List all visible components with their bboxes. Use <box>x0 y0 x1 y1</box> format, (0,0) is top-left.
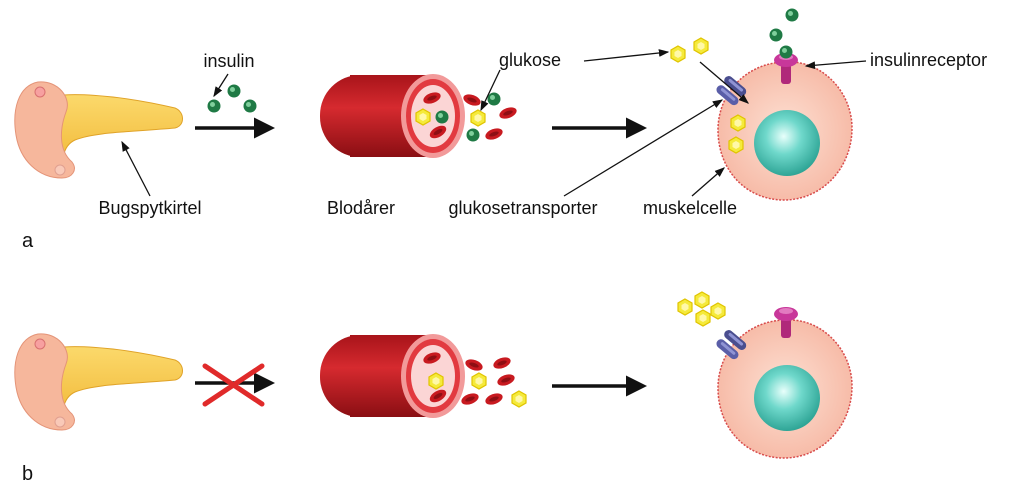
label-insulin: insulin <box>203 51 254 71</box>
label-glukose: glukose <box>499 50 561 70</box>
muscle-cell-icon-b <box>716 307 853 459</box>
insulinreceptor-icon-b <box>774 307 798 338</box>
glucose-outside-cell-b <box>677 291 726 327</box>
insulinreceptor-pointer <box>804 60 867 70</box>
label-blodarer: Blodårer <box>327 198 395 218</box>
glukosetransporter-icon <box>716 76 747 106</box>
blood-contents-b <box>459 355 527 408</box>
glucose-entry-arrow <box>699 61 749 104</box>
pancreas-icon-b <box>14 333 183 431</box>
insulinreceptor-icon <box>774 53 798 84</box>
muscle-cell-icon <box>716 53 853 201</box>
blocked-arrow-icon <box>195 363 275 407</box>
glukose-pointer-cell <box>583 49 670 62</box>
glucose-outside-cell-a <box>670 8 799 63</box>
insulin-molecules <box>207 84 257 113</box>
blood-vessel-icon-b <box>320 334 465 418</box>
label-muskelcelle: muskelcelle <box>643 198 737 218</box>
insulin-pointer <box>213 73 229 98</box>
panel-label-a: a <box>22 230 34 252</box>
blood-vessel-icon <box>320 74 465 158</box>
label-glukosetransporter: glukosetransporter <box>448 198 597 218</box>
glukosetransporter-pointer <box>563 99 724 197</box>
glukose-pointer-vessel <box>480 69 501 112</box>
glukosetransporter-icon-b <box>716 330 747 360</box>
bugspytkirtel-pointer <box>121 140 151 197</box>
muskelcelle-pointer <box>691 167 725 197</box>
label-insulinreceptor: insulinreceptor <box>870 50 987 70</box>
panel-label-b: b <box>22 463 33 483</box>
pancreas-icon <box>14 81 183 179</box>
label-bugspytkirtel: Bugspytkirtel <box>98 198 201 218</box>
blood-contents-a <box>461 92 519 142</box>
